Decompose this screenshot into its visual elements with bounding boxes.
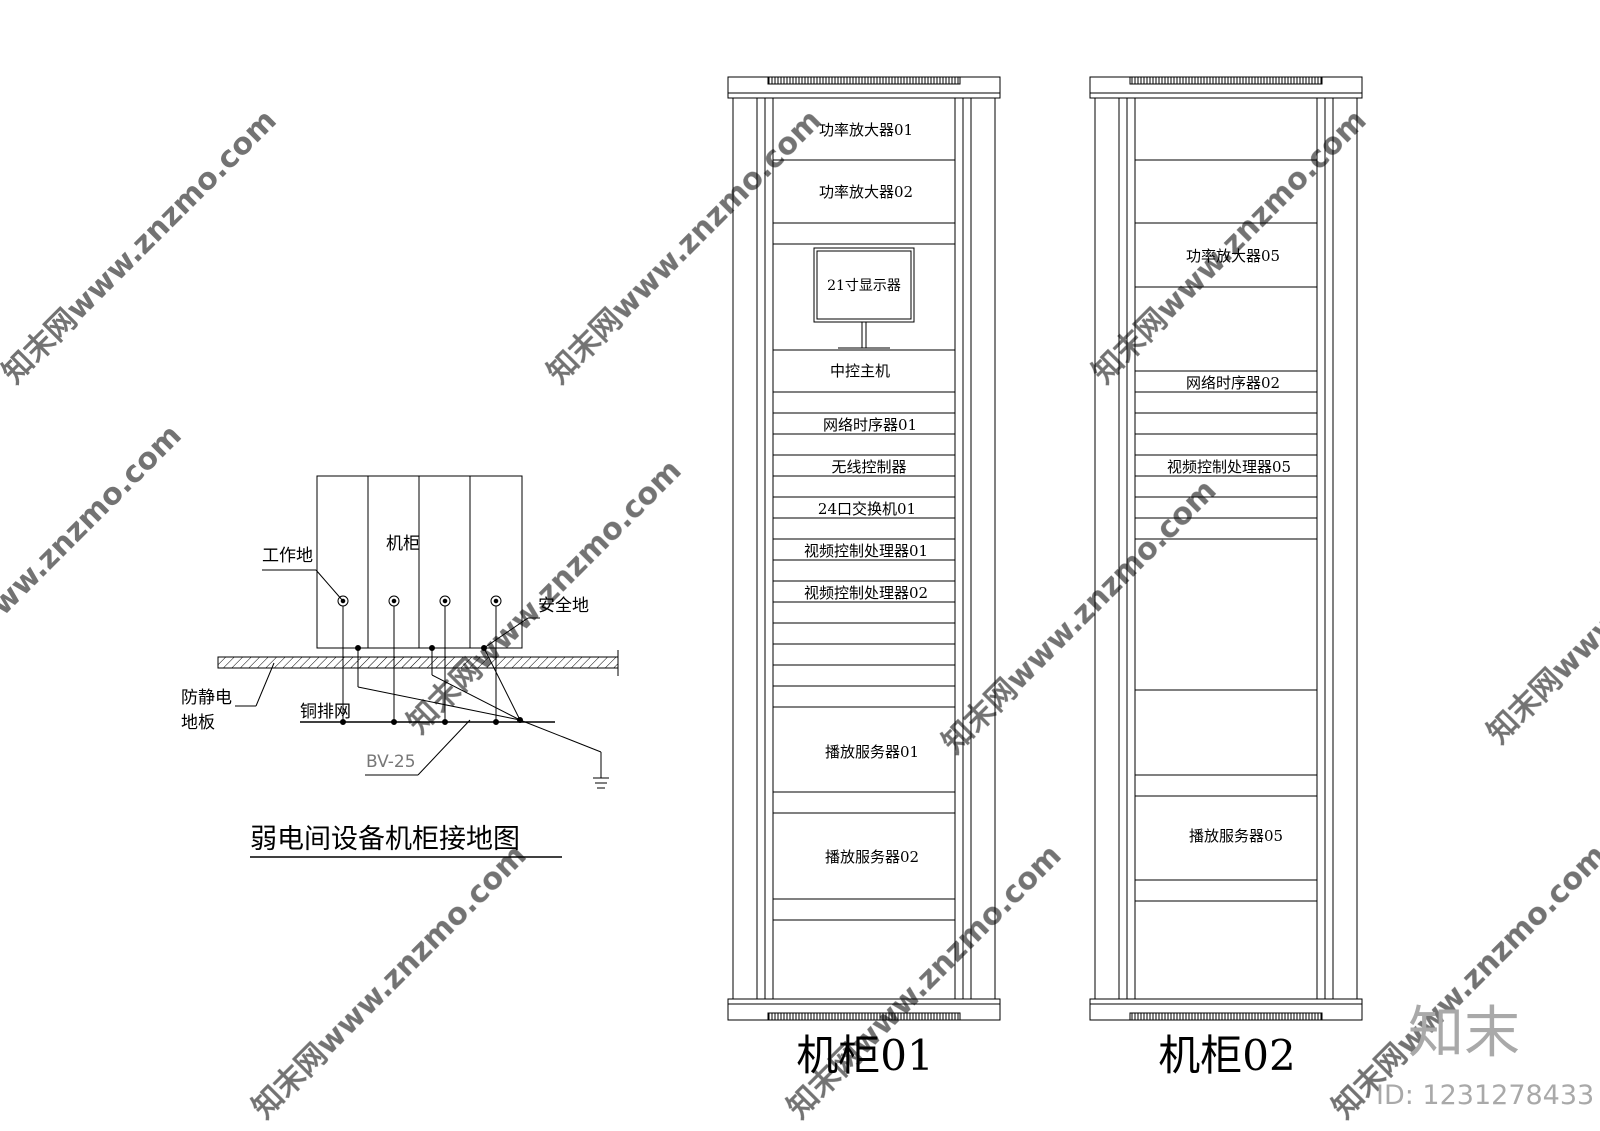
equipment-label: 功率放大器05 xyxy=(1186,247,1280,265)
image-id-label: ID: 1231278433 xyxy=(1376,1080,1594,1111)
copper-bar-label: 铜排网 xyxy=(300,702,351,722)
equipment-label: 无线控制器 xyxy=(831,458,906,476)
equipment-label: 功率放大器01 xyxy=(819,121,913,139)
watermark: 知末网www.znzmo.com xyxy=(246,838,534,1126)
equipment-label: 视频控制处理器05 xyxy=(1167,458,1291,476)
equipment-label: 播放服务器01 xyxy=(825,743,919,761)
cabinet-01 xyxy=(727,76,1001,1021)
equipment-label: 视频控制处理器02 xyxy=(804,584,928,602)
antistatic-floor-label: 地板 xyxy=(181,713,215,733)
wire-spec-label: BV-25 xyxy=(366,752,416,772)
equipment-label: 视频控制处理器01 xyxy=(804,542,928,560)
cabinet-02 xyxy=(1089,76,1363,1021)
watermark: 知末网www.znzmo.com xyxy=(541,103,829,391)
antistatic-floor xyxy=(217,656,619,669)
grounding-diagram xyxy=(217,475,619,789)
watermark: 知末网www.znzmo.com xyxy=(936,473,1224,761)
wire-spec-leader xyxy=(417,719,471,776)
monitor-label: 21寸显示器 xyxy=(827,278,901,294)
cabinet-label: 机柜 xyxy=(386,534,420,554)
cabinet-02-title: 机柜02 xyxy=(1158,1031,1295,1080)
brand-logo: 知末 xyxy=(1408,1001,1520,1066)
earth-ground-icon xyxy=(593,777,609,789)
watermark: 知末网www.znzmo.com xyxy=(0,418,189,706)
equipment-label: 网络时序器02 xyxy=(1186,374,1280,392)
equipment-label: 中控主机 xyxy=(830,362,890,380)
equipment-label: 播放服务器05 xyxy=(1189,827,1283,845)
watermark-layer: 知末网www.znzmo.com 知末网www.znzmo.com 知末网www… xyxy=(0,103,1600,1126)
work-ground-label: 工作地 xyxy=(262,546,313,566)
equipment-label: 网络时序器01 xyxy=(823,416,917,434)
watermark: 知末网www.znzmo.com xyxy=(781,838,1069,1126)
equipment-label: 播放服务器02 xyxy=(825,848,919,866)
watermark: 知末网www.znzmo.com xyxy=(0,103,284,391)
safety-ground-leader xyxy=(483,617,529,649)
safety-ground-label: 安全地 xyxy=(538,596,589,616)
monitor-icon xyxy=(813,247,915,349)
diagram-title: 弱电间设备机柜接地图 xyxy=(250,824,520,855)
equipment-label: 功率放大器02 xyxy=(819,183,913,201)
antistatic-floor-label: 防静电 xyxy=(181,688,232,708)
watermark: 知末网www.znzmo.com xyxy=(1481,463,1600,751)
equipment-label: 24口交换机01 xyxy=(818,500,916,518)
cabinet-01-title: 机柜01 xyxy=(796,1031,933,1080)
